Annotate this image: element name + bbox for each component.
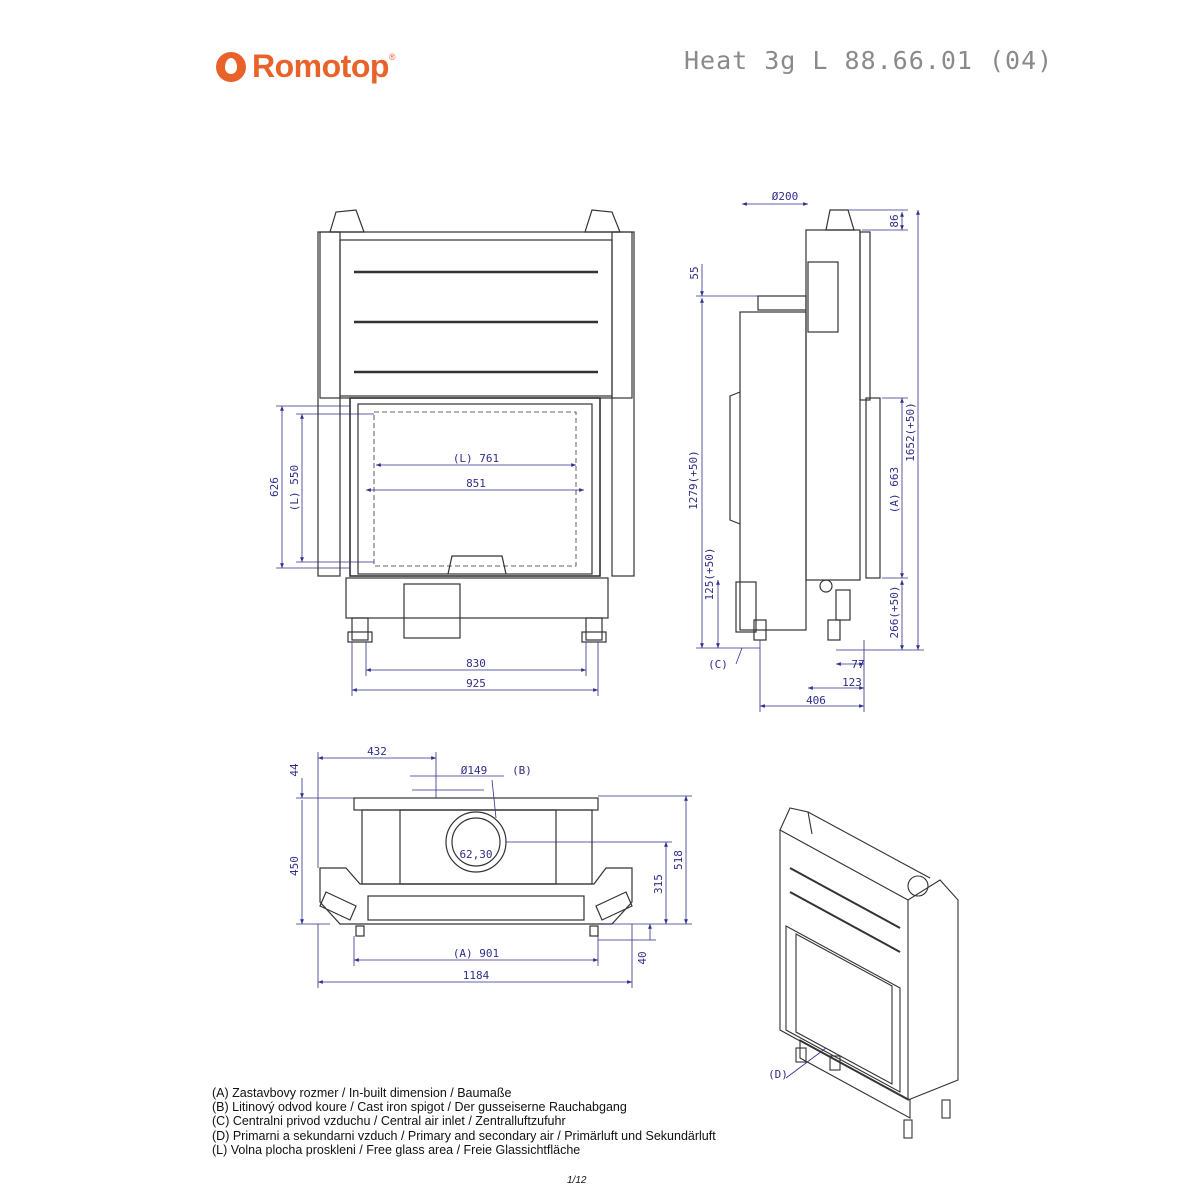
dim-overall-height: 1652(+50)	[904, 402, 917, 462]
dim-flue-height: 1279(+50)	[687, 450, 700, 510]
legend-item: (C) Centralni privod vzduchu / Central a…	[212, 1114, 566, 1129]
flame-icon	[216, 51, 246, 82]
front-dimension-labels: (L) 761 851 626 (L) 550 830 925	[268, 452, 499, 690]
registered-mark: ®	[388, 52, 396, 62]
legend-item: (D) Primarni a sekundarni vzduch / Prima…	[212, 1128, 716, 1143]
dim-bottom-40: 40	[636, 951, 649, 964]
dim-depth-406: 406	[806, 694, 826, 707]
top-view	[319, 797, 633, 937]
dim-glass-width: (L) 761	[453, 452, 499, 465]
model-title: Heat 3g L 88.66.01 (04)	[684, 46, 1054, 75]
dim-spigot-diameter: Ø149	[461, 764, 488, 777]
page-number: 1/12	[567, 1175, 587, 1186]
dim-inbuilt-width: (A) 901	[453, 947, 499, 960]
dim-flue-diameter: Ø200	[772, 190, 799, 203]
dim-glass-height: (L) 550	[288, 465, 301, 511]
iso-dimensions	[785, 1047, 827, 1079]
dim-base-height: 266(+50)	[888, 586, 901, 639]
label-d: (D)	[768, 1068, 788, 1081]
legend: (A) Zastavbovy rozmer / In-built dimensi…	[212, 1086, 716, 1157]
romotop-logo: Romotop ®	[216, 48, 396, 85]
dim-foot-offset: 77	[851, 658, 864, 671]
legend-item: (A) Zastavbovy rozmer / In-built dimensi…	[212, 1086, 512, 1100]
legend-item: (B) Litinový odvod koure / Cast iron spi…	[212, 1100, 627, 1115]
side-view	[729, 209, 881, 641]
dim-depth-315: 315	[652, 874, 665, 894]
dim-inner-width: 851	[466, 477, 486, 490]
label-b: (B)	[512, 764, 532, 777]
front-view	[317, 209, 635, 643]
dim-top-86: 86	[888, 214, 901, 227]
dim-feet-span: 830	[466, 657, 486, 670]
front-dimensions	[276, 405, 599, 696]
dim-overall-width: 925	[466, 677, 486, 690]
dim-inbuilt-height: (A) 663	[888, 467, 901, 513]
dim-angle: 62,30	[459, 848, 492, 861]
dim-flue-offset: 432	[367, 745, 387, 758]
top-dimension-labels: 432 Ø149 (B) 44 450 62,30 518 315 (A) 90…	[288, 745, 685, 982]
isometric-view	[779, 807, 959, 1139]
legend-item: (L) Volna plocha proskleni / Free glass …	[212, 1142, 581, 1157]
dim-height-626: 626	[268, 477, 281, 497]
brand-name: Romotop	[252, 48, 389, 84]
side-dimension-labels: Ø200 86 55 1279(+50) 1652(+50) (A) 663 1…	[687, 190, 917, 707]
dim-front-depth: 44	[288, 763, 301, 777]
dim-depth-518: 518	[672, 850, 685, 870]
top-dimensions	[296, 752, 692, 988]
dim-air-inlet-height: 125(+50)	[703, 548, 716, 601]
side-dimensions	[696, 202, 924, 712]
label-c: (C)	[708, 658, 728, 671]
dim-spigot-offset: 55	[688, 266, 701, 279]
dim-overall-width-1184: 1184	[463, 969, 490, 982]
dim-spigot-depth: 123	[842, 676, 862, 689]
dim-depth-450: 450	[288, 856, 301, 876]
iso-labels: (D)	[768, 1068, 788, 1081]
